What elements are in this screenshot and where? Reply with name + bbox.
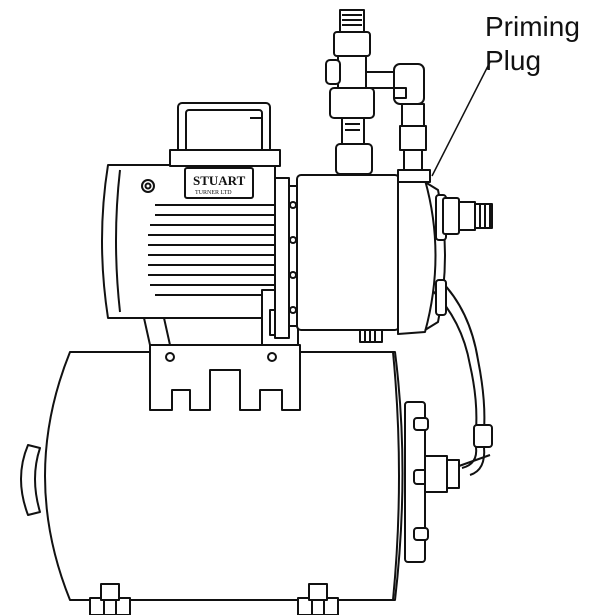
pump-body	[296, 174, 493, 343]
nameplate	[184, 167, 254, 199]
motor-flange	[261, 177, 299, 346]
priming-plug-leader	[431, 61, 491, 177]
nameplate-brand: STUART	[193, 173, 246, 188]
terminal-box	[169, 102, 281, 167]
motor: STUART TURNER LTD	[101, 164, 276, 319]
flexible-hose	[431, 279, 493, 476]
discharge-assembly	[325, 9, 431, 183]
nameplate-subtitle: TURNER LTD	[195, 190, 232, 196]
priming-plug-label: Priming Plug	[485, 10, 580, 78]
priming-plug-label-line2: Plug	[485, 45, 542, 76]
pressure-vessel	[20, 351, 491, 601]
priming-plug-label-line1: Priming	[485, 11, 580, 42]
vessel-feet	[89, 583, 339, 615]
